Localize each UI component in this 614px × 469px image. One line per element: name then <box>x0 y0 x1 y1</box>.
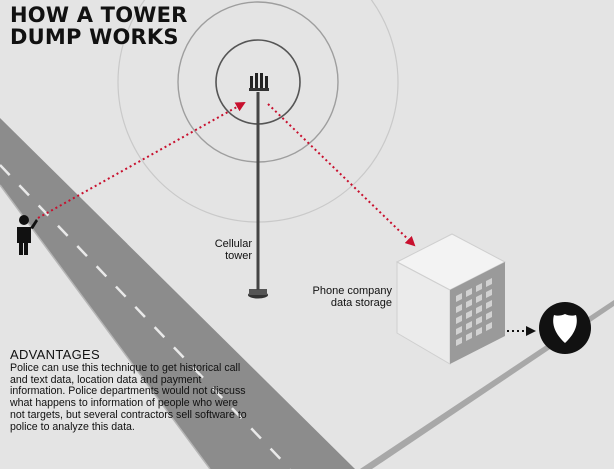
data-storage-label: Phone company data storage <box>296 285 393 309</box>
page-title: HOW A TOWER DUMP WORKS <box>10 4 188 48</box>
data-storage-label-line-1: Phone company <box>312 285 393 297</box>
cell-tower-label-line-2: tower <box>225 250 252 262</box>
advantages-heading: ADVANTAGES <box>10 347 100 362</box>
cell-tower-label: Cellular tower <box>196 238 252 262</box>
police-badge-icon <box>539 302 591 354</box>
data-storage-label-line-2: data storage <box>330 297 392 309</box>
cell-tower-label-line-1: Cellular <box>214 238 252 250</box>
title-line-2: DUMP WORKS <box>10 25 179 49</box>
signal-path-tower-to-storage <box>267 103 416 247</box>
title-line-1: HOW A TOWER <box>10 3 188 27</box>
cell-tower-icon <box>248 73 269 299</box>
advantages-body: Police can use this technique to get his… <box>10 362 247 433</box>
road <box>0 118 355 469</box>
road-edge-line <box>0 184 211 469</box>
person-on-phone-icon <box>17 215 38 255</box>
signal-path-person-to-tower <box>37 102 246 219</box>
data-storage-building-icon <box>395 233 507 365</box>
